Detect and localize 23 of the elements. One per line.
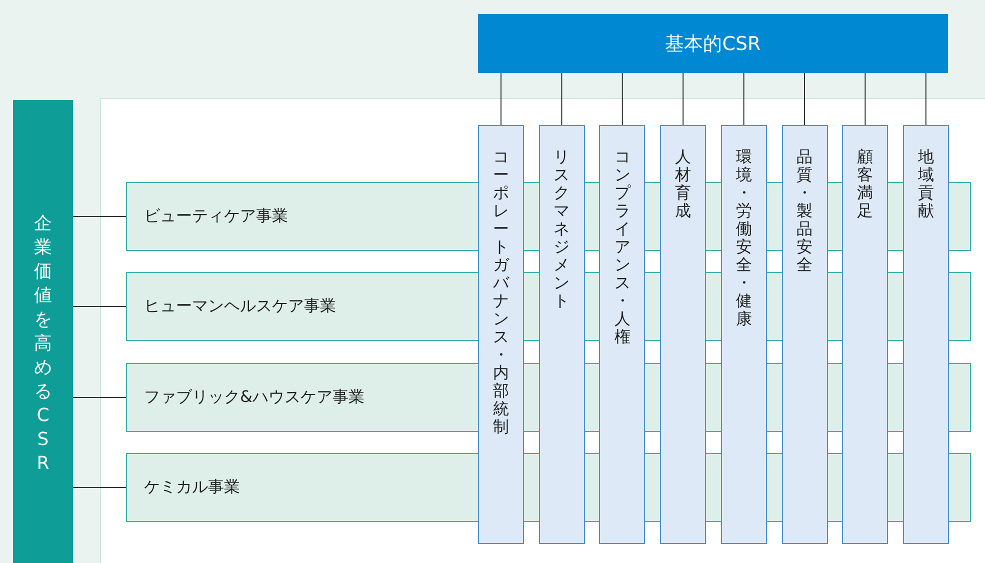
csr-column: 環境・労働安全・健康 [720, 125, 767, 544]
csr-column: リスクマネジメント [538, 125, 585, 544]
connector-line [622, 72, 623, 126]
connector-line [682, 72, 684, 126]
header-bar: 基本的CSR [478, 14, 948, 73]
connector-line [743, 72, 744, 126]
connector-line [925, 72, 926, 126]
csr-column: 顧客満足 [842, 125, 888, 544]
connector-line [561, 72, 562, 126]
connector-line [72, 216, 126, 217]
connector-line [864, 72, 866, 126]
csr-column: 品質・製品安全 [782, 125, 828, 544]
vertical-banner: 企業価値を高めるCSR [13, 100, 73, 563]
csr-column: 地域貢献 [902, 125, 949, 544]
group-panel [100, 98, 985, 563]
csr-column: 人材育成 [660, 125, 706, 544]
connector-line [72, 397, 126, 398]
connector-line [72, 306, 126, 307]
connector-line [72, 487, 126, 488]
csr-column: コーポレートガバナンス・内部統制 [478, 125, 524, 544]
csr-column: コンプライアンス・人権 [599, 125, 646, 544]
connector-line [500, 72, 502, 126]
connector-line [804, 72, 805, 126]
